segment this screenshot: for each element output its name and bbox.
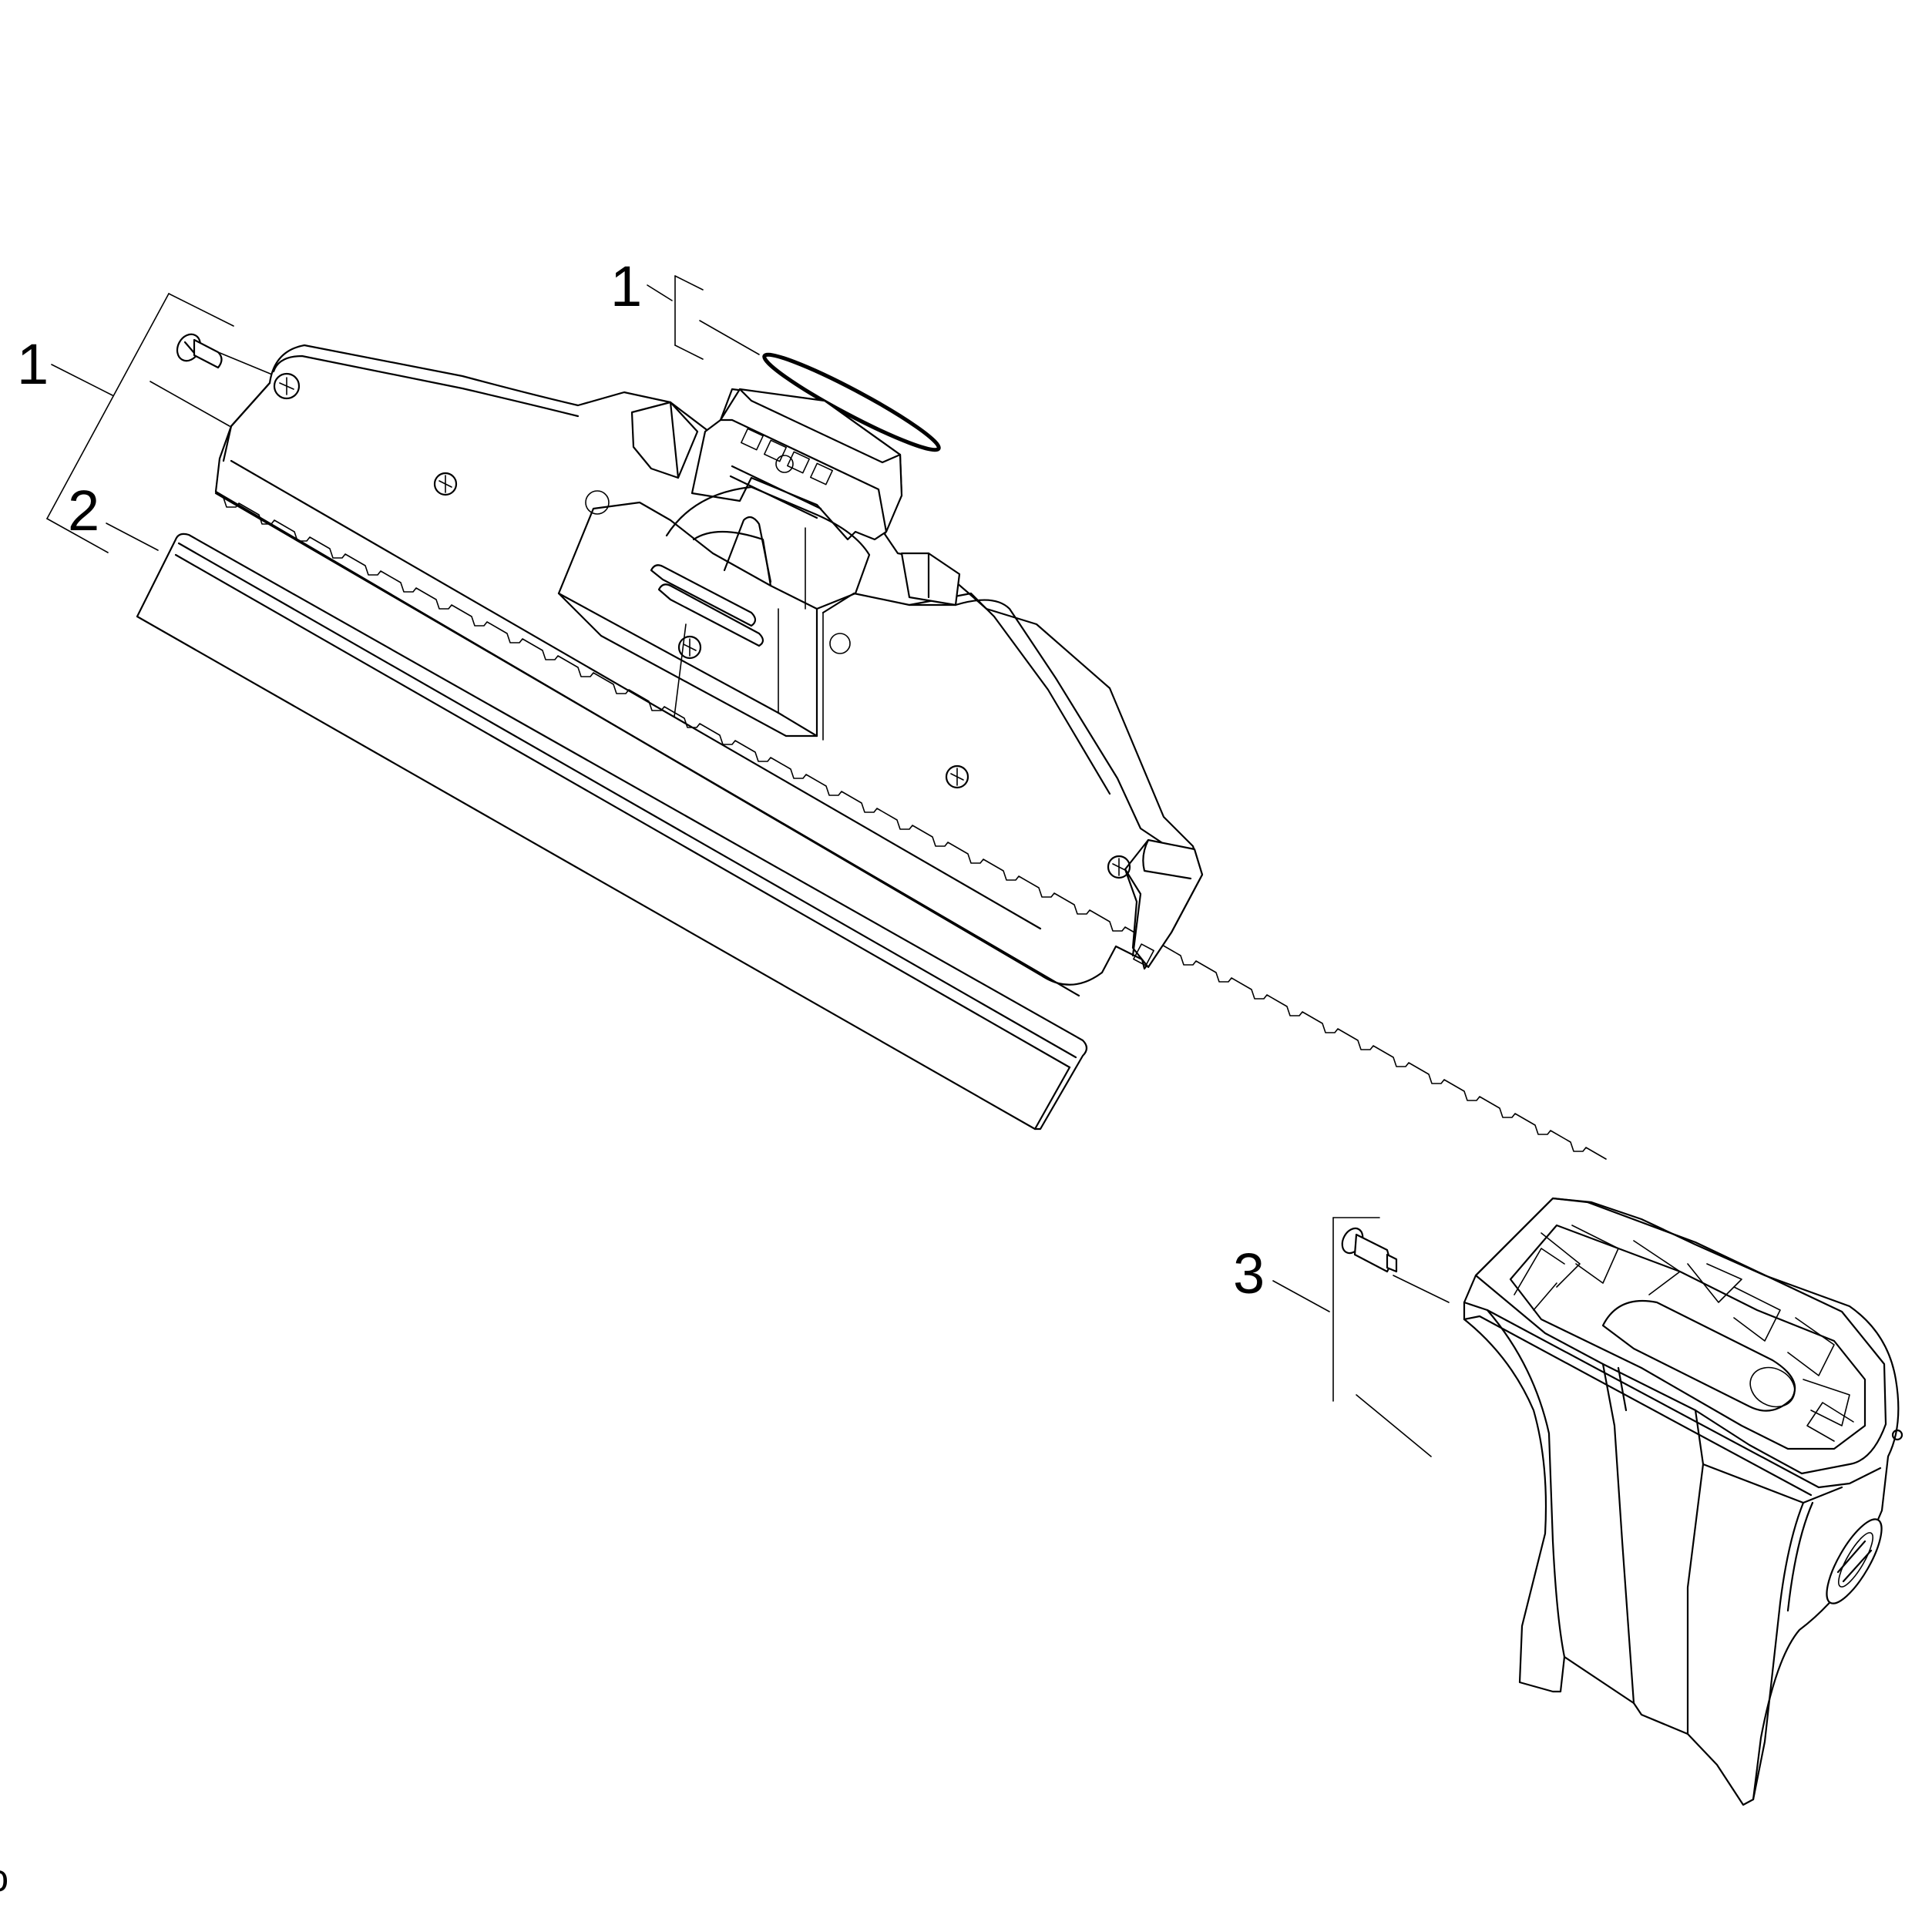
- screw-part: [176, 333, 290, 382]
- callout-3-pin-label: 3: [1233, 1242, 1265, 1305]
- housing-screws: [273, 372, 1131, 879]
- callout-1-seal-label: 1: [610, 254, 642, 318]
- comb-teeth: [215, 492, 1607, 1160]
- edge-mark: ɔ: [0, 1856, 8, 1900]
- leader-lines: [46, 275, 1450, 1457]
- callout-1-screw-label: 1: [17, 332, 49, 396]
- callout-2-blade-label: 2: [68, 479, 99, 543]
- seal-ring-part: [762, 352, 941, 452]
- handle-adapter-part: [1463, 1197, 1903, 1806]
- rubber-blade-part: [136, 533, 1088, 1131]
- nozzle-housing-part: [214, 344, 1607, 1160]
- pin-part: [1341, 1227, 1398, 1273]
